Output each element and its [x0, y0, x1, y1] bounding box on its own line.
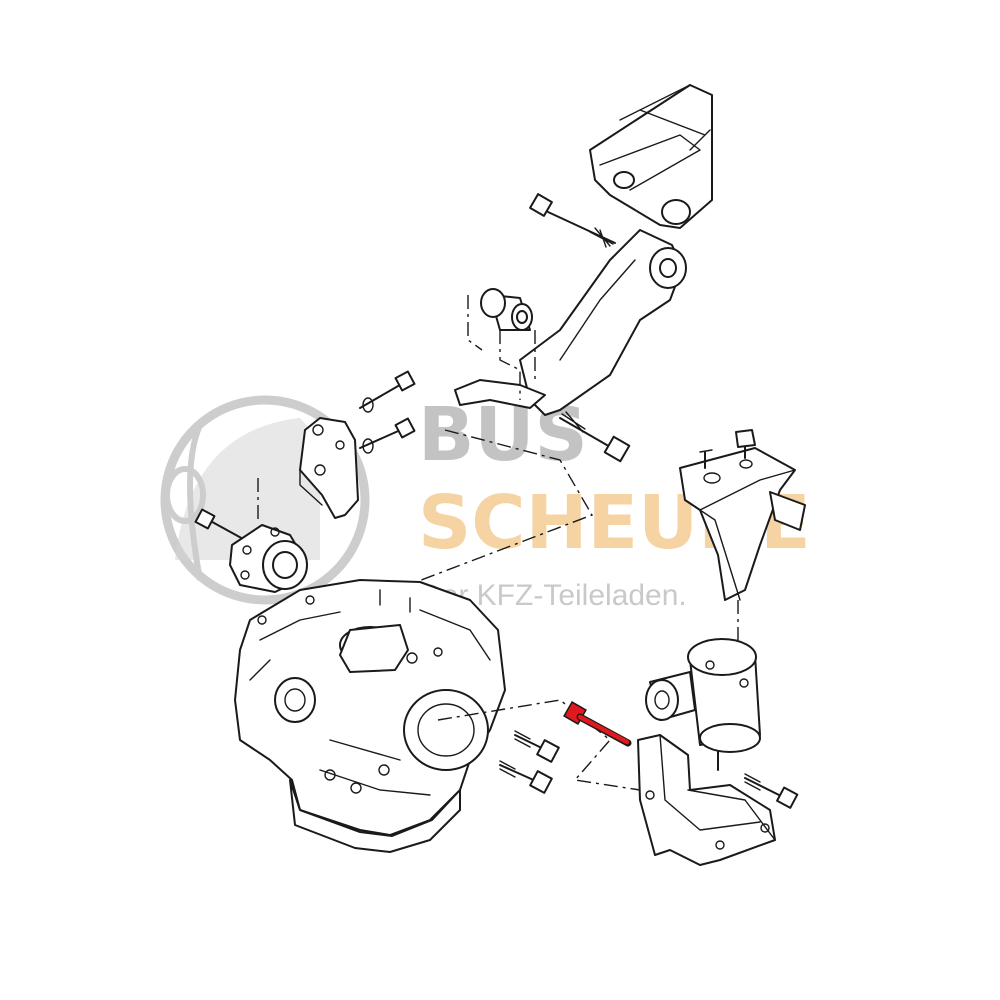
engine-mount-rubber	[645, 638, 761, 771]
bracket-bolts	[359, 370, 416, 454]
transmission-bolts	[437, 699, 641, 794]
transmission-housing	[234, 579, 506, 853]
assembly-guide-lines-upper	[394, 295, 594, 591]
torque-rod-arm	[454, 229, 687, 416]
arm-bolt	[529, 193, 616, 248]
rubber-bushing	[480, 288, 533, 331]
lower-bracket-bolt	[744, 773, 799, 809]
upper-mount-bracket	[679, 429, 806, 640]
front-bracket	[299, 417, 359, 519]
bus-logo-icon	[160, 395, 370, 605]
lower-mount-bracket	[637, 734, 776, 866]
highlighted-bolt	[563, 701, 632, 747]
gearbox-mount-flange	[194, 478, 308, 593]
lower-arm-bolt	[559, 411, 631, 463]
subframe-crossmember	[589, 84, 713, 229]
